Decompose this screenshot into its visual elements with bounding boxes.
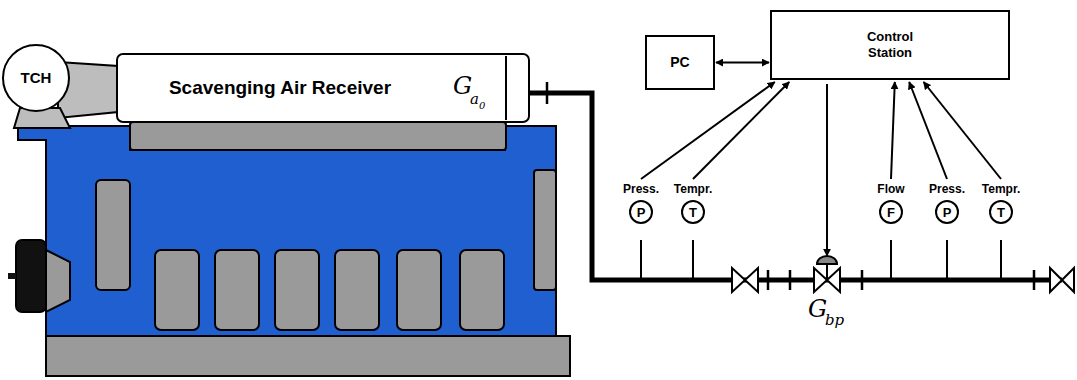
valve-stem: [826, 264, 828, 280]
sensor-label: Tempr.: [674, 182, 712, 196]
flow-subscript: 0: [479, 101, 485, 111]
engine-door: [335, 250, 379, 330]
sensor-stem: [890, 240, 892, 278]
signal-arrow: [909, 82, 947, 179]
signal-arrow: [693, 82, 789, 179]
shaft: [8, 273, 16, 279]
pc-box: PC: [645, 35, 715, 90]
sensor-letter: T: [689, 205, 697, 220]
flow-subscript: bp: [825, 313, 844, 328]
control-signal: [826, 84, 828, 256]
turbocharger-circle: TCH: [2, 44, 70, 112]
control-station-box: Control Station: [770, 10, 1010, 80]
pipe-flange: [789, 270, 792, 290]
sensor-circle: P: [935, 200, 959, 224]
sensor-letter: F: [887, 205, 895, 220]
receiver-title-text: Scavenging Air Receiver: [169, 77, 391, 100]
flow-symbol: G: [453, 74, 472, 98]
sensor-letter: P: [637, 205, 646, 220]
sensor-label: Tempr.: [982, 182, 1020, 196]
turbocharger-circle-text: TCH: [21, 69, 52, 87]
engine-door: [96, 180, 130, 290]
pipe-flange: [1033, 270, 1036, 290]
sensor-stem: [946, 240, 948, 278]
pc-box-text: PC: [670, 54, 689, 71]
engine-base: [46, 336, 570, 376]
flywheel: [16, 240, 46, 312]
sensor-stem: [640, 240, 642, 278]
hand-valve: [732, 268, 758, 292]
sensor-stem: [692, 240, 694, 278]
sensor-circle: T: [989, 200, 1013, 224]
bypass-pipe: [529, 93, 1062, 280]
sensor-circle: T: [681, 200, 705, 224]
sensor-stem: [1000, 240, 1002, 278]
signal-arrow: [891, 82, 895, 179]
engine-door: [460, 250, 504, 330]
pipe-flange: [767, 270, 770, 290]
engine-top-strip: [130, 122, 506, 150]
sensor-letter: T: [997, 205, 1005, 220]
engine-door: [215, 250, 259, 330]
flow-sensor: FlowF: [877, 182, 904, 224]
pressure-sensor: Press. P: [929, 182, 965, 224]
outlet-valve: [1050, 268, 1074, 292]
receiver-end-cap: [505, 56, 507, 120]
temperature-sensor: Tempr. T: [982, 182, 1020, 224]
signal-arrow: [716, 62, 769, 64]
temperature-sensor: Tempr. T: [674, 182, 712, 224]
engine-door: [155, 250, 199, 330]
receiver-title: Scavenging Air Receiver: [130, 70, 430, 106]
engine-block: [18, 126, 556, 338]
sensor-label: Press.: [623, 182, 659, 196]
flow-symbol: G: [808, 297, 827, 321]
control-station-box-text: Control Station: [845, 29, 935, 60]
signal-arrow: [924, 82, 1001, 179]
engine-door: [275, 250, 319, 330]
sensor-letter: P: [943, 205, 952, 220]
sensor-label: Flow: [877, 182, 904, 196]
engine-door: [397, 250, 441, 330]
valve-actuator: [817, 256, 837, 264]
flow-subscript: a: [470, 92, 479, 107]
air-receiver: [117, 54, 529, 122]
sensor-circle: P: [629, 200, 653, 224]
sensor-circle: F: [879, 200, 903, 224]
sensor-label: Press.: [929, 182, 965, 196]
engine-side-panel: [534, 170, 556, 290]
pipe-flange: [546, 82, 549, 104]
pressure-sensor: Press. P: [623, 182, 659, 224]
pipe-flange: [861, 270, 864, 290]
flywheel-hub: [46, 250, 70, 312]
